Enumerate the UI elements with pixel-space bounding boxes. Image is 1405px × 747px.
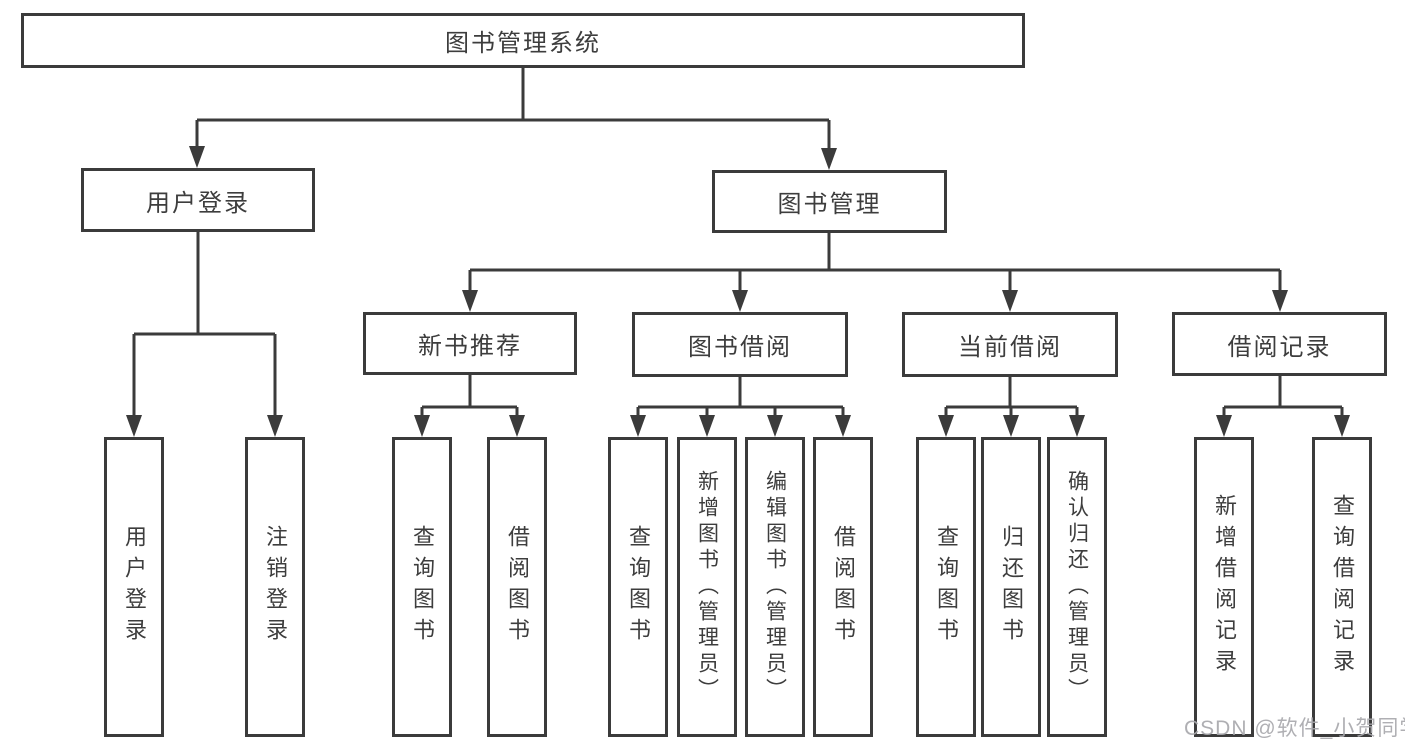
leaf-borrow-query-book-label: 查询图书 [626, 525, 651, 649]
leaf-borrow-book: 借阅图书 [813, 437, 873, 737]
node-book-borrow: 图书借阅 [632, 312, 848, 377]
leaf-recommend-borrow-book: 借阅图书 [487, 437, 547, 737]
leaf-query-borrow-record-label: 查询借阅记录 [1330, 494, 1355, 680]
leaf-edit-book-admin-label: 编辑图书（管理员） [763, 470, 787, 704]
node-current-borrow: 当前借阅 [902, 312, 1118, 377]
leaf-add-borrow-record-label: 新增借阅记录 [1212, 494, 1237, 680]
leaf-confirm-return-admin: 确认归还（管理员） [1047, 437, 1107, 737]
node-user-login-label: 用户登录 [146, 189, 250, 217]
node-current-borrow-label: 当前借阅 [958, 334, 1062, 361]
node-new-book-recommend-label: 新书推荐 [418, 333, 522, 360]
leaf-return-book: 归还图书 [981, 437, 1041, 737]
leaf-borrow-book-label: 借阅图书 [831, 525, 856, 649]
leaf-return-book-label: 归还图书 [999, 525, 1024, 649]
node-user-login: 用户登录 [81, 168, 315, 232]
leaf-query-borrow-record: 查询借阅记录 [1312, 437, 1372, 737]
leaf-add-book-admin-label: 新增图书（管理员） [695, 470, 719, 704]
leaf-add-borrow-record: 新增借阅记录 [1194, 437, 1254, 737]
leaf-current-query-book: 查询图书 [916, 437, 976, 737]
arrow-down-icons [126, 146, 1350, 437]
leaf-add-book-admin: 新增图书（管理员） [677, 437, 737, 737]
leaf-borrow-query-book: 查询图书 [608, 437, 668, 737]
node-new-book-recommend: 新书推荐 [363, 312, 577, 375]
node-book-management-label: 图书管理 [777, 191, 882, 218]
leaf-recommend-query-book: 查询图书 [392, 437, 452, 737]
leaf-recommend-query-book-label: 查询图书 [410, 525, 435, 649]
leaf-current-query-book-label: 查询图书 [934, 525, 959, 649]
leaf-confirm-return-admin-label: 确认归还（管理员） [1065, 470, 1089, 704]
leaf-recommend-borrow-book-label: 借阅图书 [505, 525, 530, 649]
csdn-watermark: CSDN @软件_小贺同学 [1184, 717, 1405, 740]
leaf-logout-label: 注销登录 [263, 525, 288, 649]
node-root-label: 图书管理系统 [445, 30, 601, 57]
leaf-user-login: 用户登录 [104, 437, 164, 737]
leaf-logout: 注销登录 [245, 437, 305, 737]
node-book-management: 图书管理 [712, 170, 947, 233]
node-borrow-records: 借阅记录 [1172, 312, 1387, 376]
node-book-borrow-label: 图书借阅 [688, 334, 792, 361]
leaf-edit-book-admin: 编辑图书（管理员） [745, 437, 805, 737]
node-root-system: 图书管理系统 [21, 13, 1025, 68]
connector-lines [132, 68, 1344, 419]
leaf-user-login-label: 用户登录 [122, 525, 147, 649]
node-borrow-records-label: 借阅记录 [1227, 333, 1332, 361]
